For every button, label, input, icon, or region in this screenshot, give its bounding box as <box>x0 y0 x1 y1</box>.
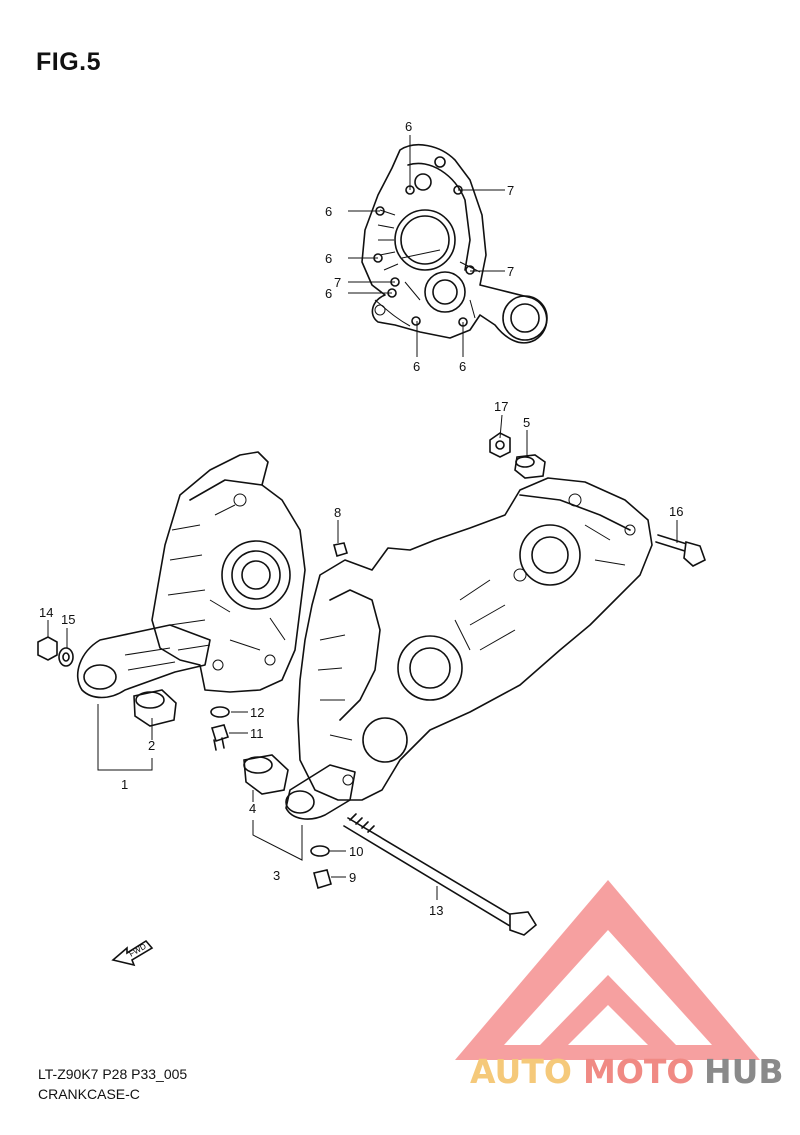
callout-7-lower-right: 7 <box>507 264 514 279</box>
watermark-hub: HUB <box>704 1052 784 1091</box>
callout-10: 10 <box>349 844 363 859</box>
callout-11: 11 <box>250 726 264 741</box>
fwd-arrow-icon: FWD <box>111 939 154 967</box>
callout-7-upper-right: 7 <box>507 183 514 198</box>
small-parts-drawing <box>37 432 706 936</box>
callout-2: 2 <box>148 738 155 753</box>
callout-14: 14 <box>39 605 53 620</box>
callout-1: 1 <box>121 777 128 792</box>
callout-6-left-middle: 6 <box>325 251 332 266</box>
callout-6-bottom-left: 6 <box>413 359 420 374</box>
callout-16: 16 <box>669 504 683 519</box>
crankcase-left-drawing <box>76 451 306 699</box>
callout-6-left-lower: 6 <box>325 286 332 301</box>
callout-17: 17 <box>494 399 508 414</box>
callout-4: 4 <box>249 801 256 816</box>
callout-numbers: 6 6 6 6 6 6 7 7 7 17 5 16 8 14 15 12 11 … <box>39 119 683 918</box>
callout-6-bottom-right: 6 <box>459 359 466 374</box>
watermark-logo <box>455 880 760 1060</box>
figure-title: FIG.5 <box>36 48 102 76</box>
watermark-text: AUTO MOTO HUB <box>470 1052 784 1091</box>
callout-3: 3 <box>273 868 280 883</box>
watermark-moto: MOTO <box>583 1052 694 1091</box>
callout-6-left-upper: 6 <box>325 204 332 219</box>
callout-9: 9 <box>349 870 356 885</box>
callout-13: 13 <box>429 903 443 918</box>
callout-leaders <box>47 135 678 900</box>
callout-5: 5 <box>523 415 530 430</box>
watermark-auto: AUTO <box>470 1052 572 1091</box>
callout-6-top: 6 <box>405 119 412 134</box>
crankcase-right-drawing <box>285 477 653 820</box>
diagram-name: CRANKCASE-C <box>38 1086 140 1102</box>
diagram-code: LT-Z90K7 P28 P33_005 <box>38 1066 188 1082</box>
callout-15: 15 <box>61 612 75 627</box>
crankcase-cover-drawing <box>361 144 548 344</box>
callout-7-left: 7 <box>334 275 341 290</box>
callout-12: 12 <box>250 705 264 720</box>
callout-8: 8 <box>334 505 341 520</box>
